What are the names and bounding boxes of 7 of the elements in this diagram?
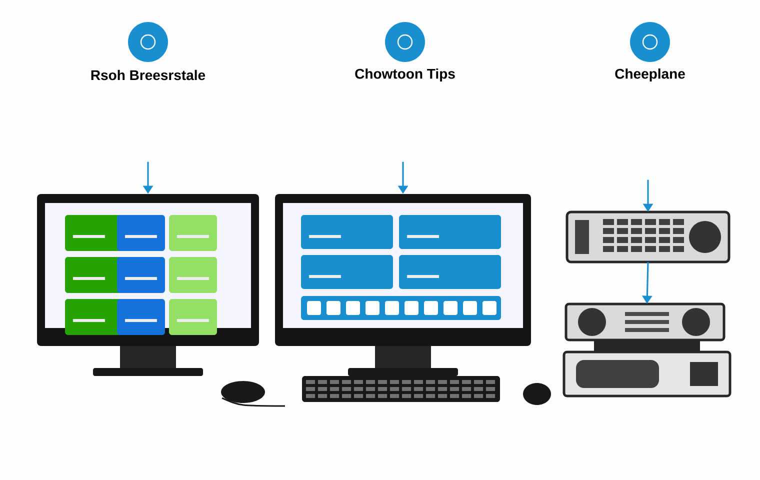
monitor-drawing (37, 194, 259, 376)
heading: Chowtoon Tips (355, 68, 455, 82)
server-stack-drawing (562, 302, 732, 398)
monitor-drawing (275, 194, 531, 376)
server-drawing (566, 210, 730, 264)
heading: Rsoh Breesrstale (91, 70, 206, 80)
heading: Cheeplane (615, 68, 685, 82)
